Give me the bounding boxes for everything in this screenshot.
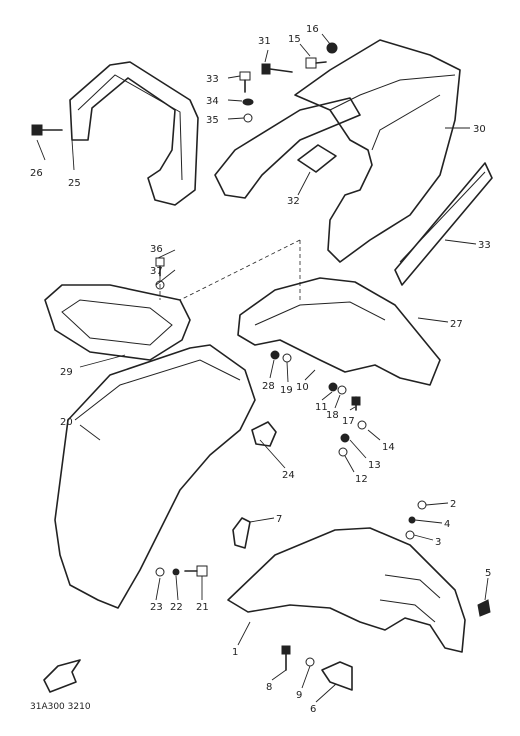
callout-18: 18 (326, 410, 339, 421)
nut-4 (408, 516, 416, 524)
callout-14: 14 (382, 442, 395, 453)
callout-10: 10 (296, 382, 309, 393)
bracket-6 (321, 661, 353, 691)
nut-16 (326, 42, 338, 54)
bolt-17 (351, 396, 361, 411)
inner-fender (237, 277, 441, 386)
callout-30: 30 (473, 124, 486, 135)
front-fender (227, 527, 466, 653)
callout-12: 12 (355, 474, 368, 485)
bolt-26 (31, 124, 63, 136)
nut-13 (340, 433, 350, 443)
callout-7: 7 (276, 514, 282, 525)
callout-13: 13 (368, 460, 381, 471)
washer-23 (155, 567, 165, 577)
callout-32: 32 (287, 196, 300, 207)
callout-26: 26 (30, 168, 43, 179)
bolt-5 (477, 599, 491, 617)
callout-5: 5 (485, 568, 491, 579)
bracket-24 (251, 421, 277, 447)
callout-37: 37 (150, 266, 163, 277)
callout-9: 9 (296, 690, 302, 701)
bolt-15 (305, 57, 327, 69)
nut-11 (328, 382, 338, 392)
grab-bar (69, 61, 199, 206)
callout-19: 19 (280, 385, 293, 396)
callout-23: 23 (150, 602, 163, 613)
nut-28 (270, 350, 280, 360)
callout-24: 24 (282, 470, 295, 481)
damper-d (417, 500, 427, 510)
callout-20: 20 (60, 417, 73, 428)
callout-21: 21 (196, 602, 209, 613)
front-arrow-icon (43, 659, 81, 693)
diagram-code: 31A300 3210 (30, 702, 91, 712)
callout-3: 3 (435, 537, 441, 548)
callout-1: 1 (232, 647, 238, 658)
tail-cover (294, 39, 461, 263)
collar-19 (282, 353, 292, 363)
bolt-36 (155, 257, 165, 277)
bolt-31 (261, 63, 293, 75)
callout-d: 2 (450, 499, 456, 510)
callout-36: 36 (150, 244, 163, 255)
washer-9 (305, 657, 315, 667)
collar-12 (338, 447, 348, 457)
callout-29: 29 (60, 367, 73, 378)
callout-22: 22 (170, 602, 183, 613)
damper-35 (243, 113, 253, 123)
callout-28: 28 (262, 381, 275, 392)
callout-31: 31 (258, 36, 271, 47)
bolt-21 (184, 565, 208, 577)
callout-8: 8 (266, 682, 272, 693)
grommet-14 (357, 420, 367, 430)
callout-27: 27 (450, 319, 463, 330)
nut-22 (172, 568, 180, 576)
bracket-7 (232, 517, 251, 549)
bolt-8 (281, 645, 291, 671)
collar-3 (405, 530, 415, 540)
callout-35: 35 (206, 115, 219, 126)
tray-29 (44, 284, 191, 361)
callout-34: 34 (206, 96, 219, 107)
callout-11: 11 (315, 402, 328, 413)
bolt-33 (239, 71, 251, 93)
callout-33-stripe: 33 (478, 240, 491, 251)
cover-bracket (214, 97, 361, 199)
callout-17: 17 (342, 416, 355, 427)
callout-15: 15 (288, 34, 301, 45)
washer-34 (242, 98, 254, 106)
callout-33-top: 33 (206, 74, 219, 85)
callout-4: 4 (444, 519, 450, 530)
callout-6: 6 (310, 704, 316, 715)
callout-25: 25 (68, 178, 81, 189)
callout-16: 16 (306, 24, 319, 35)
rear-fender (54, 344, 256, 609)
stripe-33 (394, 162, 493, 286)
pad-32 (297, 144, 337, 173)
washer-18 (337, 385, 347, 395)
